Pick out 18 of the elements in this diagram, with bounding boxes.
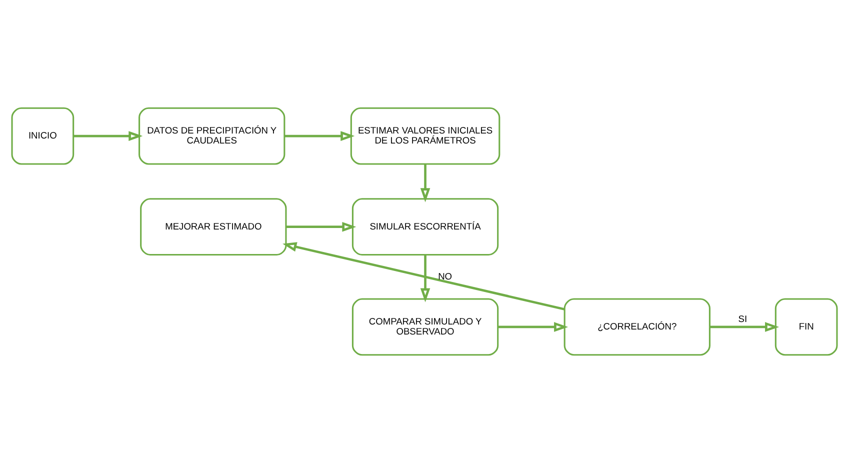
node-box: COMPARAR SIMULADO Y OBSERVADO — [352, 298, 499, 356]
node-box: MEJORAR ESTIMADO — [140, 198, 287, 256]
arrow — [420, 254, 430, 302]
node-box: SIMULAR ESCORRENTÍA — [352, 198, 499, 256]
node-box: FIN — [774, 298, 838, 356]
arrow — [284, 131, 355, 141]
arrow — [498, 322, 568, 332]
arrow — [710, 322, 780, 332]
arrow — [286, 222, 356, 232]
node-box: ¿CORRELACIÓN? — [564, 298, 710, 356]
edge-label: NO — [438, 271, 452, 282]
node-box: DATOS DE PRECIPITACIÓN Y CAUDALES — [138, 107, 286, 165]
arrow — [282, 242, 565, 310]
edge-label: SI — [738, 314, 748, 324]
arrow — [73, 131, 143, 141]
arrow — [420, 164, 430, 202]
node-box: ESTIMAR VALORES INICIALES DE LOS PARÁMETROS — [350, 107, 500, 165]
node-box: INICIO — [11, 107, 74, 165]
